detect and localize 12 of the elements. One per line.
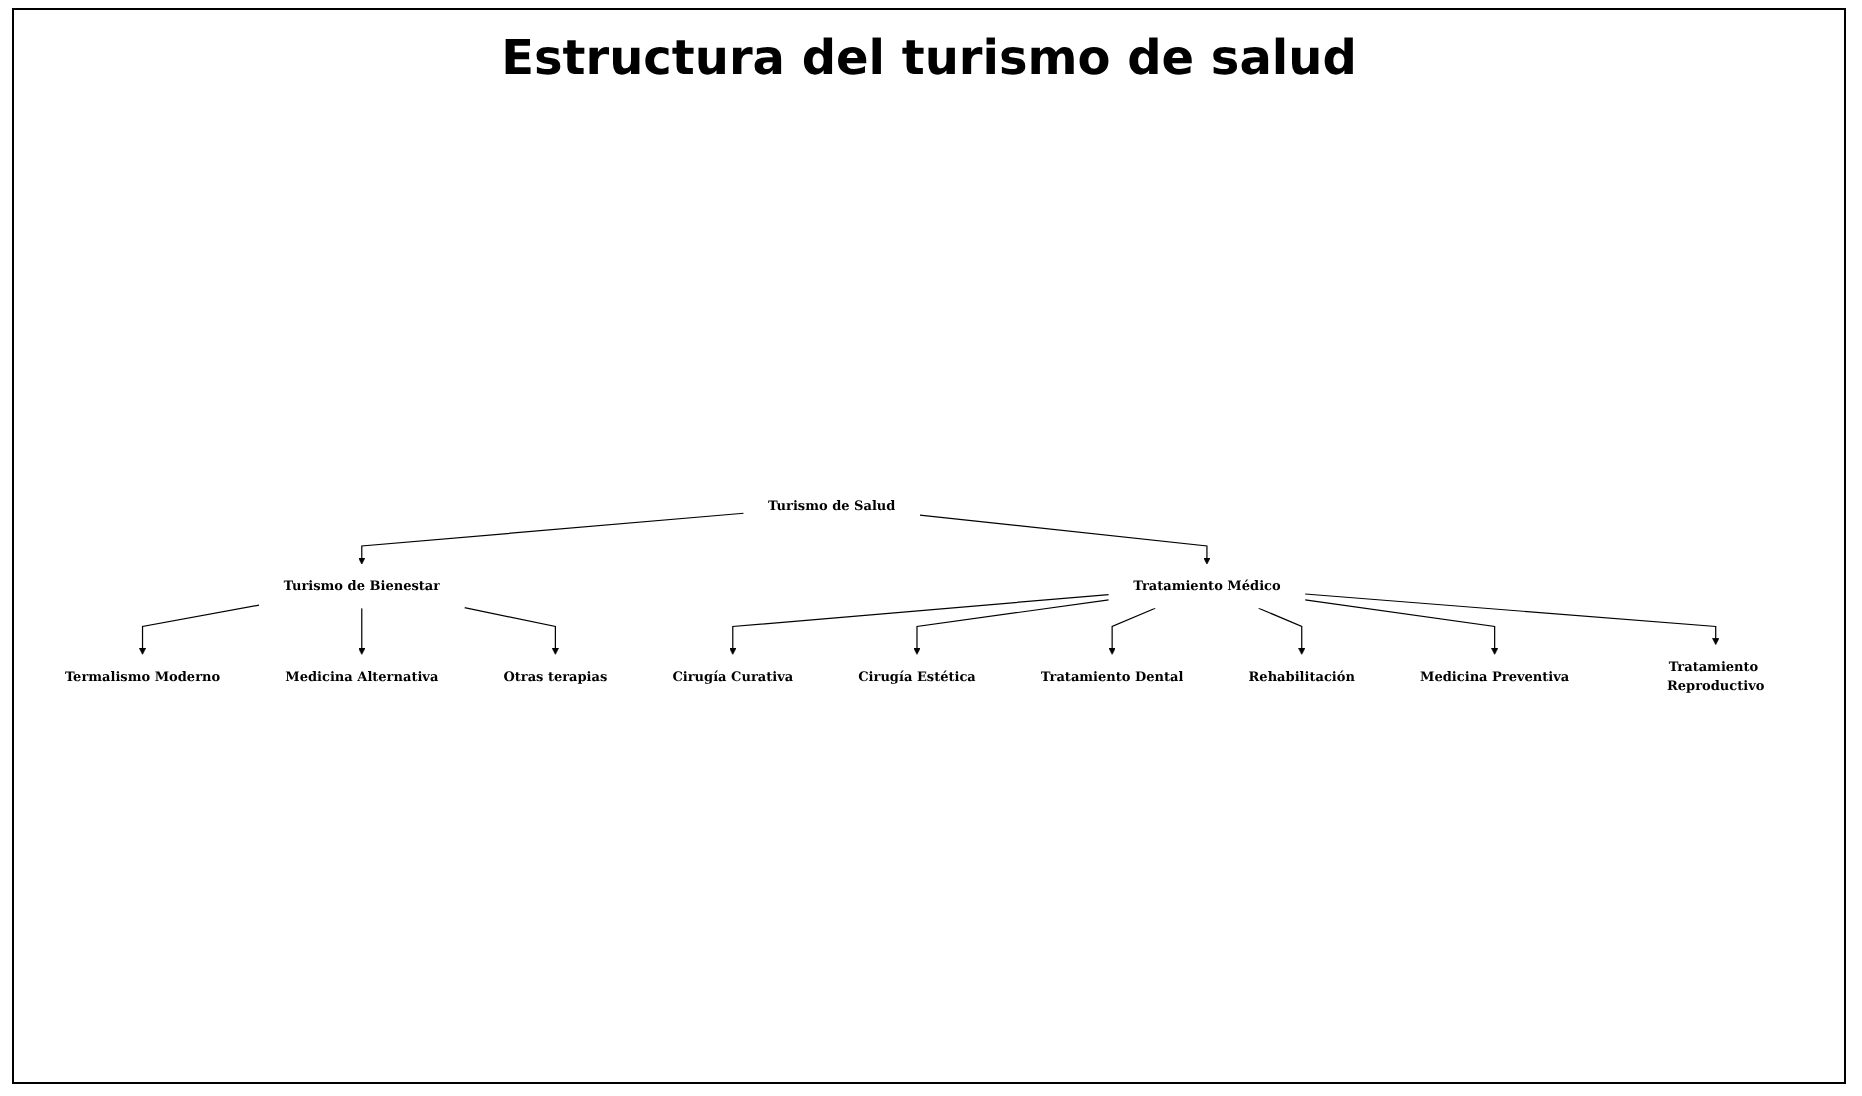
diagram-title: Estructura del turismo de salud [501, 30, 1357, 86]
arrow [358, 607, 366, 655]
arrow [1108, 607, 1156, 655]
arrow [138, 604, 260, 655]
arrow [919, 514, 1211, 565]
arrow [463, 607, 559, 655]
arrow [1304, 599, 1499, 655]
arrow [1304, 593, 1720, 646]
arrow [1258, 607, 1306, 655]
arrow [358, 512, 745, 565]
arrow [729, 593, 1110, 655]
arrow [913, 599, 1110, 655]
